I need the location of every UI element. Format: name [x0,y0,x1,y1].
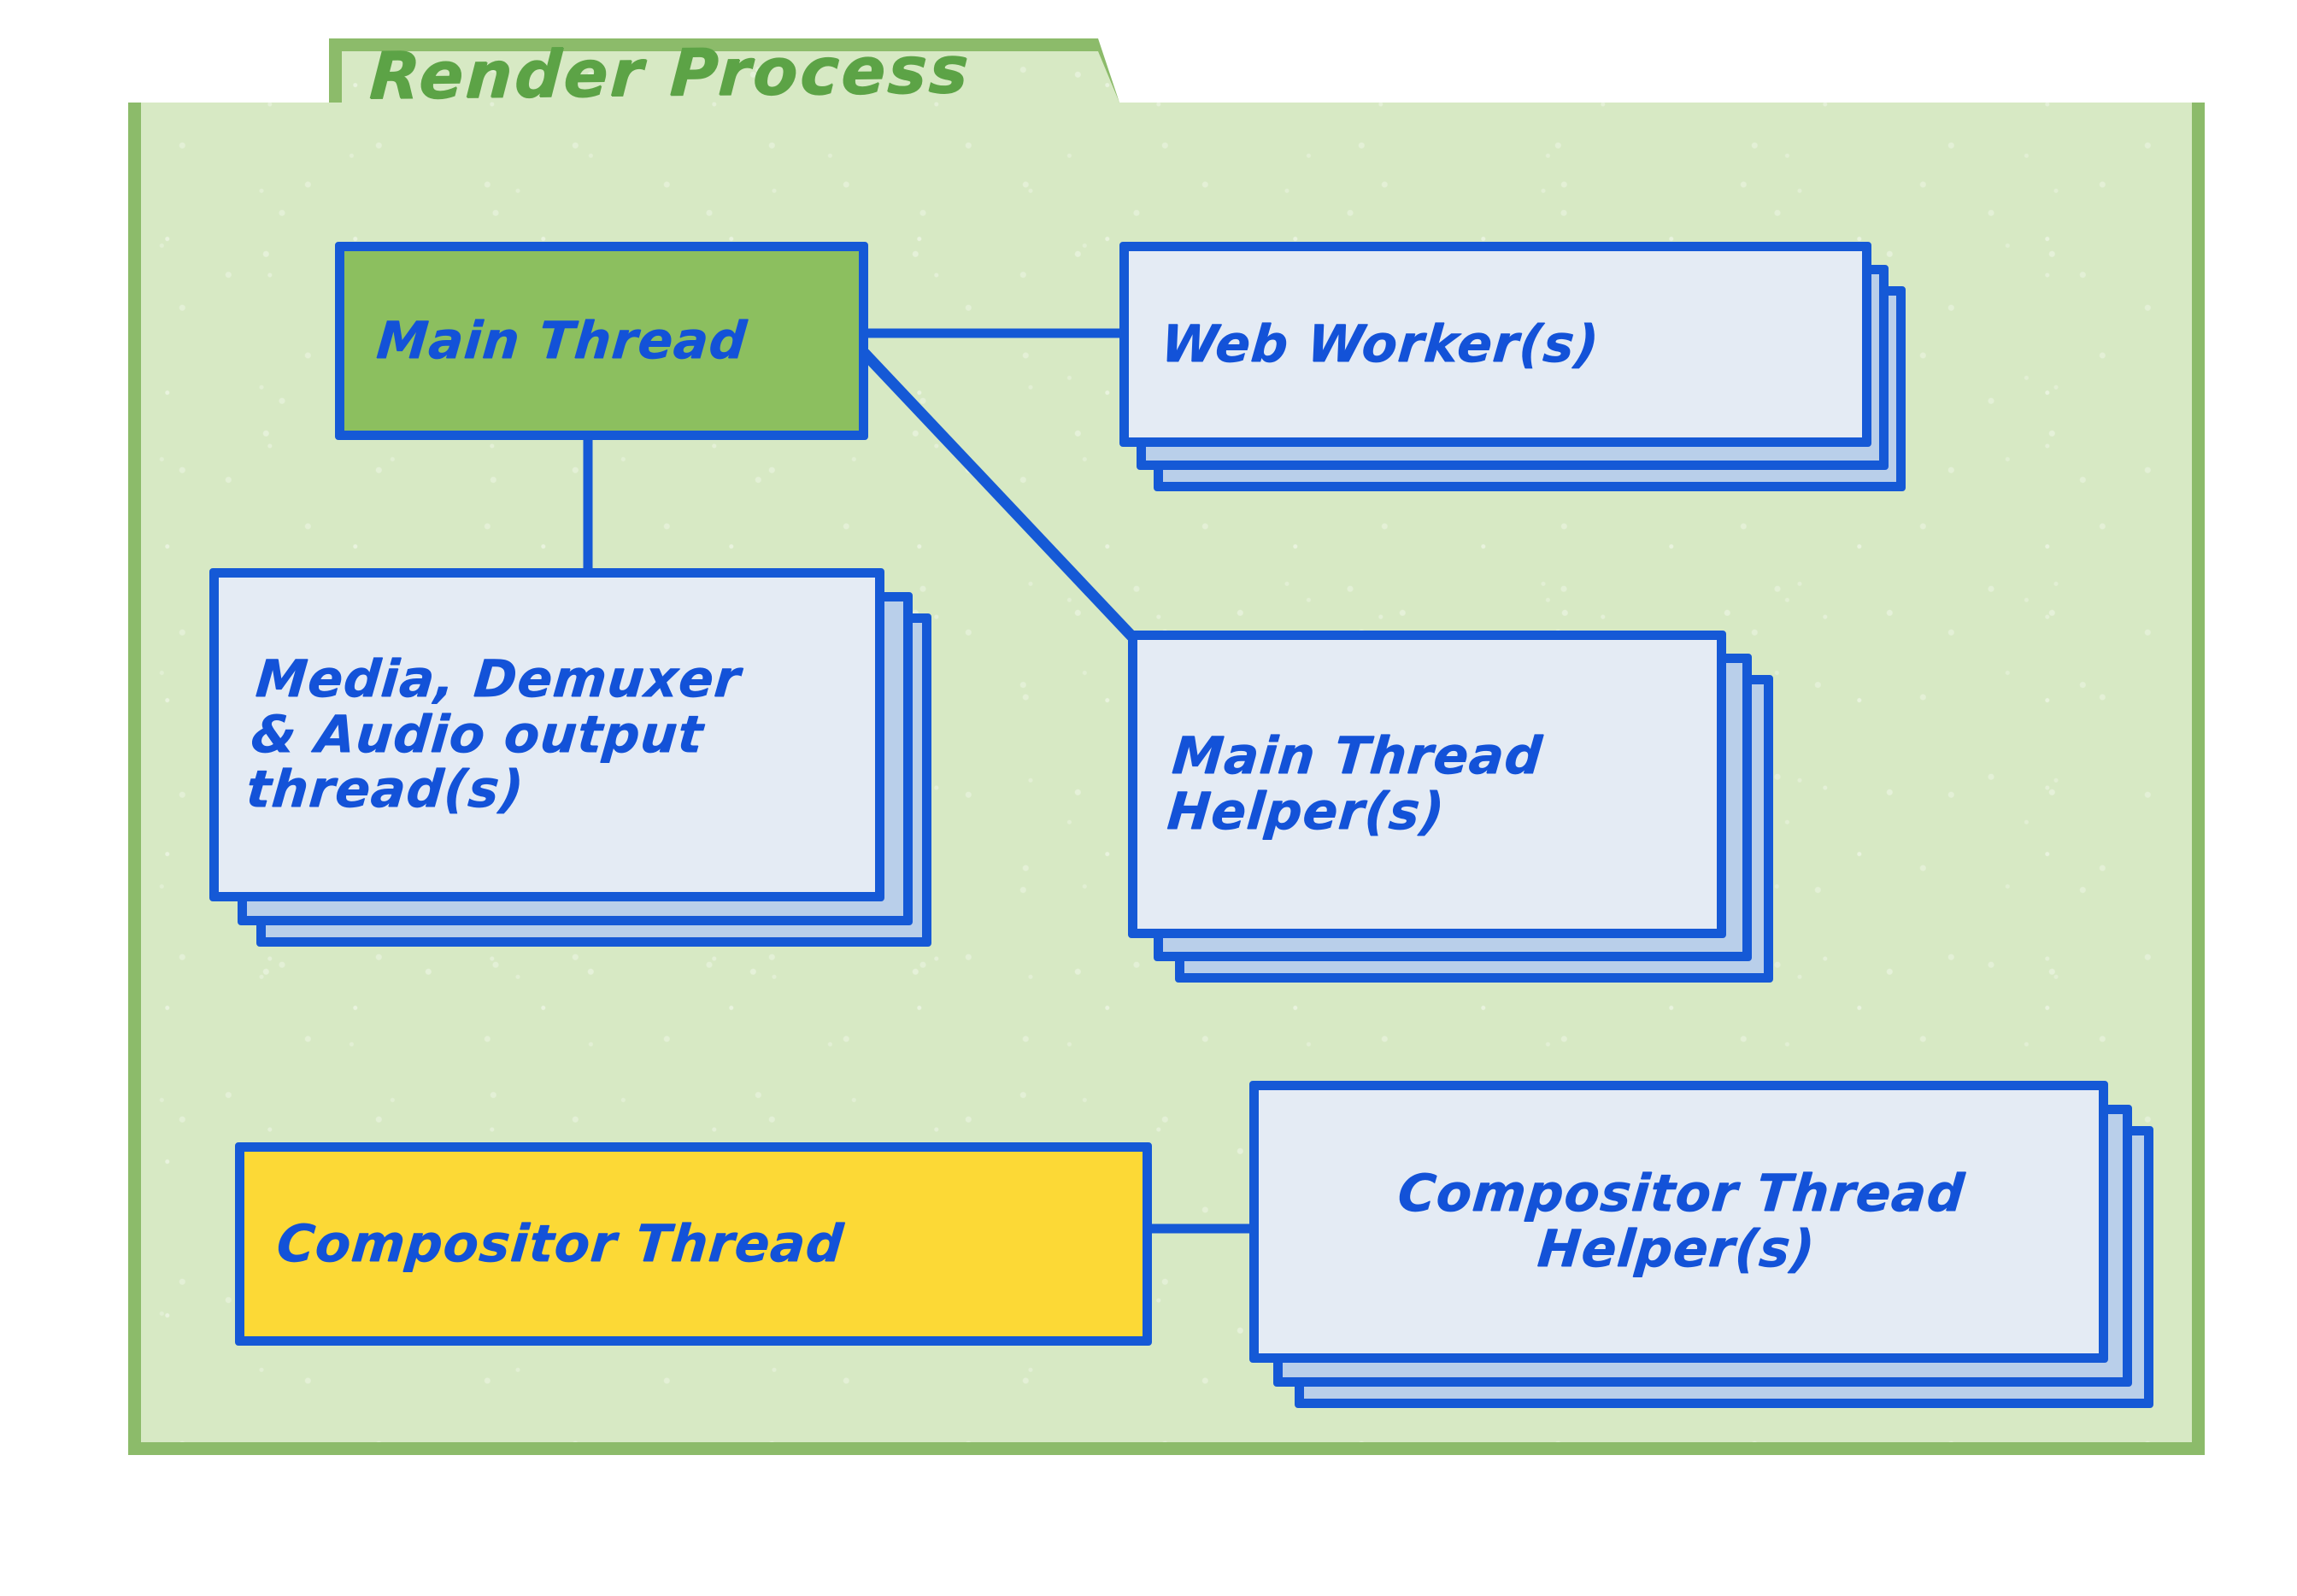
main-thread-helper-label: Main Thread Helper(s) [1165,726,1545,842]
compositor-thread-helper-label: Compositor Thread Helper(s) [1395,1164,1967,1279]
web-worker-box[interactable]: Web Worker(s) [1119,242,1871,447]
compositor-thread-helper-box[interactable]: Compositor Thread Helper(s) [1249,1081,2108,1363]
compositor-thread-label: Compositor Thread [273,1213,847,1274]
media-thread-box[interactable]: Media, Demuxer & Audio output thread(s) [209,568,884,901]
compositor-thread-box[interactable]: Compositor Thread [235,1142,1152,1346]
page-title: Render Process [367,31,973,114]
main-thread-helper-box[interactable]: Main Thread Helper(s) [1128,631,1726,938]
web-worker-label: Web Worker(s) [1158,314,1602,374]
media-thread-label: Media, Demuxer & Audio output thread(s) [244,648,743,820]
main-thread-label: Main Thread [373,310,749,371]
main-thread-box[interactable]: Main Thread [335,242,868,440]
